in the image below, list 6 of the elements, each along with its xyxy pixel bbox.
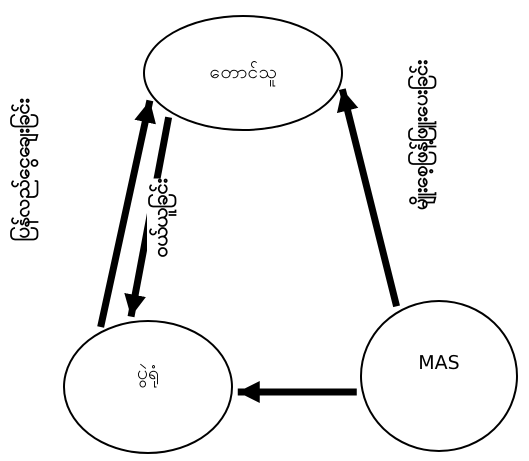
arrow: [97, 100, 156, 328]
node-label: MAS: [418, 352, 460, 376]
arrow: [238, 381, 357, 403]
node-label: တောင်သူ: [210, 59, 276, 129]
node-label: ပွဲရုံ: [137, 360, 159, 452]
arrow: [336, 88, 400, 308]
